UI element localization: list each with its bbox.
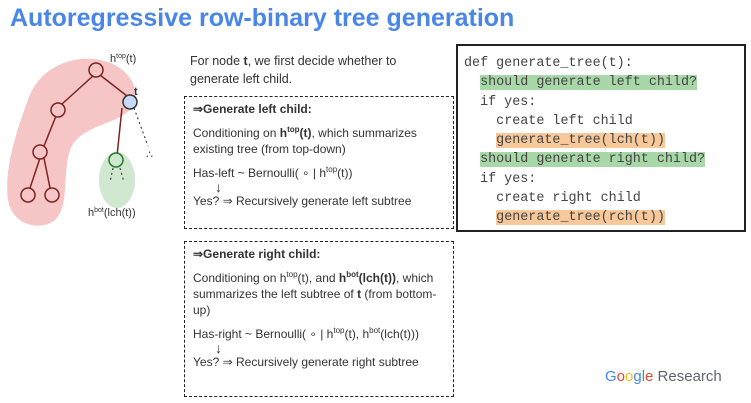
slide-title: Autoregressive row-binary tree generatio… bbox=[10, 4, 515, 32]
tree-diagram: htop(t) t ∴ hbot(lch(t)) bbox=[7, 53, 153, 226]
tree-label-hbot-arg: (lch(t)) bbox=[104, 207, 136, 219]
left-box-heading: ⇒Generate left child: bbox=[193, 102, 312, 116]
right-has-suffix: (lch(t))) bbox=[380, 327, 419, 341]
code-line-6-wrap: should generate right child? bbox=[464, 150, 738, 169]
left-cond-arg: (t) bbox=[299, 126, 312, 140]
left-down-arrow-icon: ↓ bbox=[215, 179, 222, 195]
intro-part2: , we first decide whether to generate le… bbox=[190, 54, 397, 86]
logo-research: Research bbox=[653, 368, 722, 385]
code-line-4: create left child bbox=[496, 113, 633, 129]
right-has-sup2: bot bbox=[369, 326, 381, 335]
right-box-has-right: Has-right ~ Bernoulli( ∘ | htop(t), hbot… bbox=[193, 326, 445, 342]
tree-node-left bbox=[50, 102, 66, 118]
logo-g6: e bbox=[645, 368, 654, 385]
tree-label-t: t bbox=[134, 86, 138, 98]
right-box-heading: ⇒Generate right child: bbox=[193, 247, 321, 261]
tree-node-lll bbox=[20, 187, 36, 203]
right-child-box: ⇒Generate right child: Conditioning on h… bbox=[184, 241, 454, 397]
left-cond-h: h bbox=[279, 126, 288, 140]
tree-label-hbot: hbot(lch(t)) bbox=[88, 207, 136, 219]
tree-node-lch-t bbox=[108, 152, 124, 168]
tree-background-region bbox=[7, 58, 136, 226]
intro-node: t bbox=[243, 54, 248, 68]
tree-label-hbot-h: h bbox=[88, 207, 94, 219]
left-child-box: ⇒Generate left child: Conditioning on ht… bbox=[184, 96, 454, 229]
tree-label-htop-arg: (t) bbox=[126, 53, 136, 65]
code-line-8: create right child bbox=[496, 191, 641, 207]
logo-g1: G bbox=[605, 368, 617, 385]
logo-g4: g bbox=[633, 368, 642, 385]
right-has-prefix: Has-right ~ Bernoulli( ∘ | h bbox=[193, 327, 334, 341]
left-box-yes: Yes? ⇒ Recursively generate left subtree bbox=[193, 194, 412, 208]
right-cond-arg2: (lch(t)) bbox=[358, 271, 396, 285]
left-box-conditioning: Conditioning on htop(t), which summarize… bbox=[193, 125, 445, 157]
code-block: def generate_tree(t): should generate le… bbox=[456, 44, 746, 232]
code-line-9: generate_tree(rch(t)) bbox=[496, 210, 665, 226]
left-cond-prefix: Conditioning on bbox=[193, 126, 280, 140]
right-cond-h2: h bbox=[338, 271, 347, 285]
tree-node-llr bbox=[44, 187, 60, 203]
right-has-sup1: top bbox=[333, 326, 345, 335]
right-cond-mid: (t), and bbox=[297, 271, 339, 285]
code-line-2-wrap: should generate left child? bbox=[464, 73, 738, 92]
code-line-9-wrap: generate_tree(rch(t)) bbox=[464, 208, 738, 227]
left-has-sup: top bbox=[326, 165, 338, 174]
code-line-4-wrap: create left child bbox=[464, 112, 738, 131]
intro-part1: For node bbox=[190, 54, 244, 68]
code-line-2: should generate left child? bbox=[480, 75, 698, 91]
right-cond-suffix: , which summarizes the left subtree of bbox=[193, 271, 434, 301]
right-cond-sup2: bot bbox=[346, 270, 359, 279]
code-line-8-wrap: create right child bbox=[464, 189, 738, 208]
code-line-5-wrap: generate_tree(lch(t)) bbox=[464, 131, 738, 150]
intro-text: For node t, we first decide whether to g… bbox=[190, 52, 445, 88]
right-cond-prefix: Conditioning on h bbox=[193, 271, 287, 285]
right-down-arrow-icon: ↓ bbox=[215, 340, 222, 356]
right-cond-end: (from bottom-up) bbox=[193, 287, 437, 317]
left-subtree-region bbox=[99, 152, 135, 208]
right-cond-t: t bbox=[357, 287, 362, 301]
right-box-conditioning: Conditioning on htop(t), and hbot(lch(t)… bbox=[193, 270, 445, 318]
tree-node-root bbox=[88, 62, 104, 78]
left-has-prefix: Has-left ~ Bernoulli( ∘ | h bbox=[193, 166, 327, 180]
left-has-suffix: (t)) bbox=[337, 166, 353, 180]
right-cond-sup1: top bbox=[286, 270, 298, 279]
tree-node-t bbox=[122, 94, 138, 110]
left-box-has-left: Has-left ~ Bernoulli( ∘ | htop(t)) bbox=[193, 165, 445, 181]
code-line-3: if yes: bbox=[480, 94, 537, 110]
tree-label-htop-sup: top bbox=[116, 53, 126, 60]
tree-label-hbot-sup: bot bbox=[94, 207, 104, 214]
code-line-7-wrap: if yes: bbox=[464, 170, 738, 189]
code-line-1: def generate_tree(t): bbox=[464, 56, 633, 71]
logo-g3: o bbox=[625, 368, 634, 385]
left-cond-sup: top bbox=[287, 125, 300, 134]
code-line-6: should generate right child? bbox=[480, 152, 706, 168]
right-box-yes: Yes? ⇒ Recursively generate right subtre… bbox=[193, 355, 419, 369]
code-line-3-wrap: if yes: bbox=[464, 93, 738, 112]
left-cond-suffix: , which summarizes existing tree (from t… bbox=[193, 126, 417, 156]
logo-g2: o bbox=[616, 368, 626, 385]
tree-dots-right: ∴ bbox=[146, 149, 153, 161]
tree-node-ll bbox=[32, 144, 48, 160]
right-has-mid: (t), h bbox=[344, 327, 370, 341]
tree-label-htop: htop(t) bbox=[110, 53, 136, 65]
logo-g5: l bbox=[641, 368, 646, 385]
code-line-5: generate_tree(lch(t)) bbox=[496, 133, 665, 149]
google-research-logo: Google Research bbox=[605, 368, 722, 385]
tree-label-htop-h: h bbox=[110, 53, 116, 65]
code-line-7: if yes: bbox=[480, 171, 537, 187]
